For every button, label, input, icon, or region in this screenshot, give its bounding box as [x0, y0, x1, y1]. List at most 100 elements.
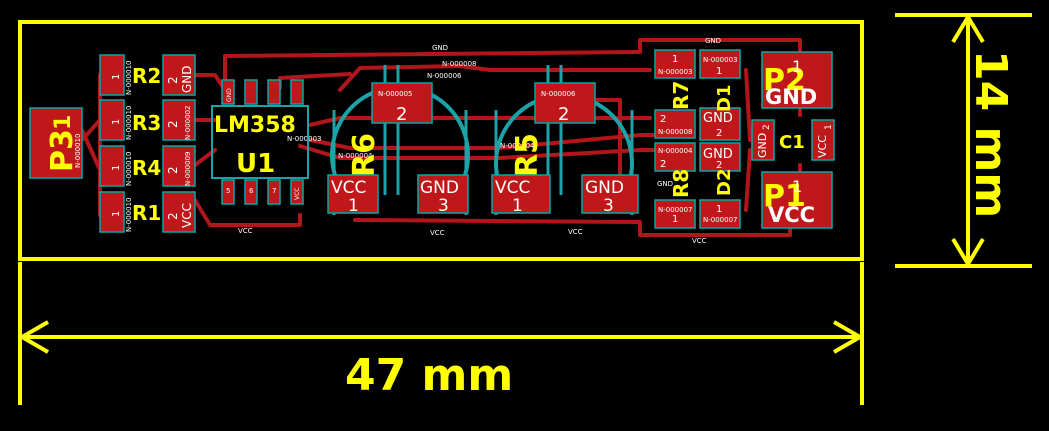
r8-ref: R8 — [669, 169, 693, 198]
r1-ref: R1 — [132, 201, 161, 225]
r1-net2: VCC — [180, 203, 194, 228]
r7-net2: N-000008 — [658, 128, 692, 136]
r6-pin-vcc-num: 1 — [348, 196, 359, 216]
capacitor-c1[interactable]: GND 2 VCC 1 C1 — [751, 119, 835, 161]
resistor-r7[interactable]: 1 N-000003 2 N-000008 R7 — [654, 49, 696, 139]
resistor-r4[interactable]: 1 N-000010 R4 2 N-000009 — [99, 145, 196, 187]
r8-net1: N-000004 — [658, 147, 693, 155]
r4-pin1: 1 — [111, 165, 122, 171]
r1-pin2: 2 — [166, 212, 180, 220]
d2-net1: N-000007 — [703, 216, 737, 224]
u1-pin-vcc: VCC — [294, 188, 301, 200]
p2-ref: P2 — [763, 63, 806, 98]
r4-pin2: 2 — [166, 166, 180, 174]
u1-pin-gnd: GND — [226, 88, 233, 102]
pot-r6[interactable]: N-000005 2 VCC 1 GND 3 R6 — [327, 82, 469, 216]
dimension-width — [17, 262, 865, 405]
r4-ref: R4 — [132, 156, 161, 180]
r7-pin2: 2 — [660, 114, 666, 125]
r2-pin1: 1 — [111, 74, 122, 80]
r2-pin2: 2 — [166, 76, 180, 84]
r6-center-net: N-000005 — [378, 90, 412, 98]
d2-pin1: 1 — [716, 204, 722, 215]
dimension-height-label: 14 mm — [965, 50, 1016, 218]
r5-pin-gnd: GND — [585, 178, 624, 198]
net-label-vcc-right: VCC — [568, 228, 583, 236]
r3-net2: N-000002 — [184, 106, 192, 140]
ic-body-outline — [211, 105, 309, 179]
connector-p3[interactable]: P3 1 N-000010 — [29, 107, 83, 179]
net-label-gnd-top: GND — [432, 44, 448, 52]
r4-net2: N-000009 — [184, 152, 192, 186]
d2-ref: D2 — [714, 169, 735, 196]
p2-pin: 1 — [792, 57, 802, 76]
d2-pin2: 2 — [716, 160, 722, 171]
u1-value: LM358 — [214, 113, 296, 138]
r6-pin-gnd: GND — [420, 178, 459, 198]
c1-pin1-num: 2 — [762, 124, 772, 130]
net-label-vcc-bottom-right: VCC — [692, 237, 707, 245]
net-label-vcc-left: VCC — [238, 227, 253, 235]
r8-net2: N-000007 — [658, 206, 692, 214]
connector-p1[interactable]: P1 1 VCC — [761, 171, 833, 229]
d1-ref: D1 — [714, 85, 735, 112]
r6-ref: R6 — [347, 133, 382, 177]
r1-pin1: 1 — [111, 211, 122, 217]
r8-pin1: 1 — [672, 214, 678, 225]
p3-ref: P3 — [45, 129, 80, 172]
diode-d1[interactable]: N-000003 1 GND 2 D1 — [699, 49, 741, 141]
c1-ref: C1 — [779, 132, 805, 153]
net-label-n3-mid: N-000003 — [287, 135, 321, 143]
r6-pin-vcc: VCC — [331, 178, 366, 198]
d2-pin-gnd: GND — [703, 147, 733, 162]
r5-pin-vcc-num: 1 — [512, 196, 523, 216]
p1-net: VCC — [768, 203, 815, 227]
p3-pin: 1 — [51, 115, 76, 130]
r3-net1: N-000010 — [125, 106, 133, 140]
c1-pin1-label: GND — [756, 133, 769, 158]
r6-pin-gnd-num: 3 — [438, 196, 449, 216]
p1-pin: 1 — [792, 177, 802, 196]
pot-r5[interactable]: N-000006 2 VCC 1 GND 3 R5 — [491, 82, 639, 216]
r8-pin2: 2 — [660, 159, 666, 170]
c1-pin2-num: 1 — [824, 124, 834, 130]
d1-pin-gnd: GND — [703, 111, 733, 126]
board-outline — [18, 20, 864, 261]
resistor-r3[interactable]: 1 N-000010 R3 2 N-000002 — [99, 99, 196, 141]
net-label-n4-left: N-000004 — [338, 152, 373, 160]
r1-net1: N-000010 — [125, 198, 133, 232]
r5-ref: R5 — [510, 133, 545, 177]
p1-ref: P1 — [763, 179, 806, 214]
r7-net1: N-000003 — [658, 68, 692, 76]
resistor-r8[interactable]: N-000004 2 1 N-000007 R8 — [654, 142, 696, 229]
u1-pin-6: 6 — [249, 187, 254, 195]
r7-ref: R7 — [669, 81, 693, 110]
connector-p2[interactable]: P2 1 GND — [761, 51, 833, 109]
resistor-r2[interactable]: 1 N-000010 R2 2 GND — [99, 54, 196, 96]
dimension-width-label: 47 mm — [345, 350, 513, 401]
r2-net1: N-000010 — [125, 61, 133, 95]
r2-ref: R2 — [132, 64, 161, 88]
net-label-n4-right: N-000004 — [500, 142, 535, 150]
resistor-r1[interactable]: 1 N-000010 R1 2 VCC — [99, 191, 196, 233]
ic-u1[interactable]: GND 5 6 7 VCC LM358 U1 — [211, 79, 309, 205]
r5-pin-gnd-num: 3 — [603, 196, 614, 216]
net-label-vcc-mid: VCC — [430, 229, 445, 237]
u1-pin-5: 5 — [226, 187, 230, 195]
diode-d2[interactable]: GND 2 1 N-000007 D2 — [699, 142, 741, 229]
r4-net1: N-000010 — [125, 152, 133, 186]
c1-pin2-label: VCC — [816, 135, 829, 158]
r5-center-pin: 2 — [558, 104, 569, 125]
r3-ref: R3 — [132, 111, 161, 135]
r2-net2: GND — [180, 65, 194, 93]
r5-center-net: N-000006 — [541, 90, 576, 98]
d1-pin2: 2 — [716, 128, 722, 139]
r7-pin1: 1 — [672, 54, 678, 65]
u1-ref: U1 — [236, 149, 275, 179]
p3-net: N-000010 — [74, 134, 82, 168]
p2-net: GND — [765, 85, 817, 109]
r5-pin-vcc: VCC — [495, 178, 530, 198]
d1-net1: N-000003 — [703, 56, 737, 64]
net-label-gnd-r8: GND — [657, 180, 673, 188]
